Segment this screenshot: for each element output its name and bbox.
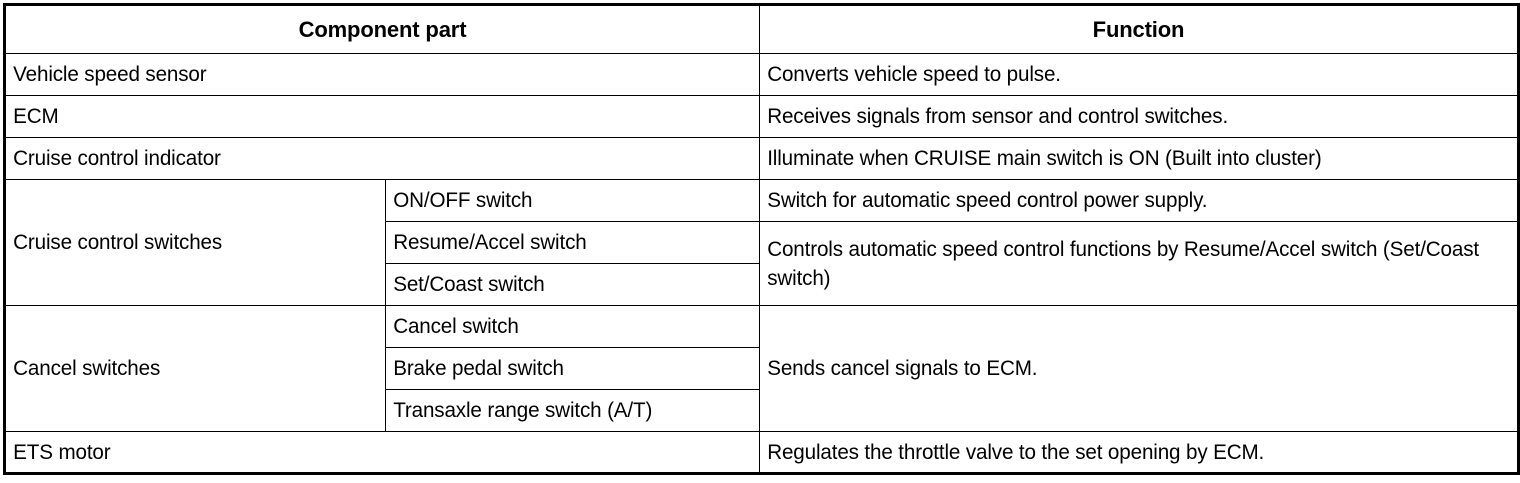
cell-component-part-group-cancel-switches: Cancel switches [4,305,371,432]
table-row: Set/Coast switch [5,263,1519,306]
table-row: Cruise control switches ON/OFF switch Sw… [4,179,1519,306]
table-row: Vehicle speed sensor Converts vehicle sp… [4,53,1519,96]
cell-component-part: Vehicle speed sensor [4,53,730,96]
cell-subcomponent: Transaxle range switch (A/T) [385,389,746,432]
cell-function: Sends cancel signals to ECM. [759,305,1489,432]
cell-function: Receives signals from sensor and control… [759,95,1489,138]
table-row: ETS motor Regulates the throttle valve t… [4,431,1519,474]
table-row: Transaxle range switch (A/T) [5,389,1519,432]
table-row: Cancel switches Cancel switch Sends canc… [4,305,1519,432]
cell-subcomponent: Brake pedal switch [385,347,746,390]
table-row: Brake pedal switch [5,347,1519,390]
table-header-row: Component part Function [4,4,1519,54]
cell-component-part: Cruise control indicator [4,137,730,180]
cell-function: Switch for automatic speed control power… [759,179,1489,222]
cell-subcomponent: Cancel switch [385,305,746,348]
column-header-component-part: Component part [4,4,760,54]
cell-subcomponent: Resume/Accel switch [385,221,746,264]
cell-subcomponent: ON/OFF switch [385,179,746,222]
cell-function: Controls automatic speed control functio… [759,221,1489,306]
table-row: ECM Receives signals from sensor and con… [4,95,1519,138]
cell-subcomponent: Set/Coast switch [385,263,746,306]
table-row: Resume/Accel switch Controls automatic s… [5,221,1519,306]
cell-function: Regulates the throttle valve to the set … [759,431,1489,474]
cell-component-part-group-cruise-control-switches: Cruise control switches [4,179,371,306]
table-row: Cruise control indicator Illuminate when… [4,137,1519,180]
cell-component-part: ETS motor [4,431,730,474]
cell-component-part: ECM [4,95,730,138]
cell-function: Illuminate when CRUISE main switch is ON… [759,137,1489,180]
column-header-function: Function [759,4,1519,54]
component-function-table: Component part Function Vehicle speed se… [3,3,1520,475]
cell-function: Converts vehicle speed to pulse. [759,53,1489,96]
